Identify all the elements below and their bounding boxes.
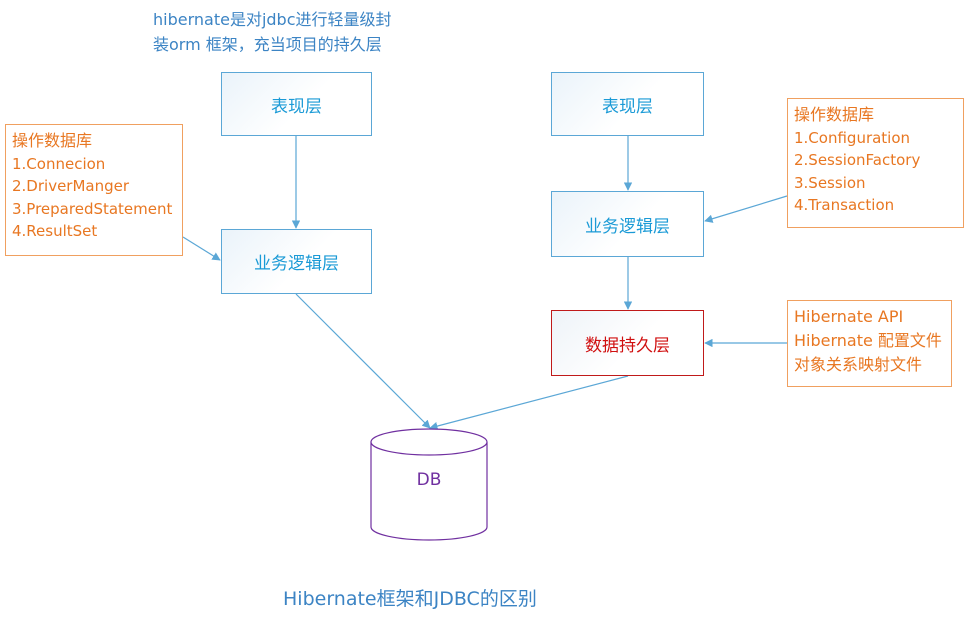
left-jdbc-note: 操作数据库 1.Connecion 2.DriverManger 3.Prepa… bbox=[5, 124, 183, 256]
left-business-layer: 业务逻辑层 bbox=[221, 229, 372, 294]
diagram-caption: Hibernate框架和JDBC的区别 bbox=[283, 588, 537, 610]
db-cylinder bbox=[370, 428, 488, 541]
right-config-item: Hibernate API bbox=[794, 307, 904, 326]
arrow-right-note-to-business bbox=[704, 195, 788, 223]
left-note-title: 操作数据库 bbox=[12, 131, 93, 150]
left-note-item: 3.PreparedStatement bbox=[12, 199, 173, 218]
arrow-left-note-to-business bbox=[182, 236, 221, 261]
right-persistence-layer: 数据持久层 bbox=[551, 310, 704, 376]
headline-line-1: hibernate是对jdbc进行轻量级封 bbox=[153, 10, 392, 29]
headline-line-2: 装orm 框架，充当项目的持久层 bbox=[153, 35, 382, 54]
right-note-item: 3.Session bbox=[794, 173, 866, 192]
left-note-item: 1.Connecion bbox=[12, 154, 106, 173]
right-hibernate-note: 操作数据库 1.Configuration 2.SessionFactory 3… bbox=[787, 98, 964, 228]
right-note-item: 4.Transaction bbox=[794, 196, 895, 214]
arrow-right-persistence-to-db bbox=[429, 375, 629, 431]
right-config-item: 对象关系映射文件 bbox=[794, 355, 923, 374]
right-config-note: Hibernate API Hibernate 配置文件 对象关系映射文件 bbox=[787, 300, 952, 387]
left-note-item: 4.ResultSet bbox=[12, 222, 98, 240]
right-note-item: 1.Configuration bbox=[794, 128, 911, 147]
right-config-item: Hibernate 配置文件 bbox=[794, 331, 942, 350]
left-note-item: 2.DriverManger bbox=[12, 177, 130, 195]
db-label: DB bbox=[416, 470, 442, 490]
left-presentation-layer: 表现层 bbox=[221, 72, 372, 136]
arrow-left-business-to-db bbox=[295, 293, 431, 429]
right-note-item: 2.SessionFactory bbox=[794, 151, 921, 169]
right-business-layer: 业务逻辑层 bbox=[551, 191, 704, 257]
right-note-title: 操作数据库 bbox=[794, 105, 875, 124]
headline: hibernate是对jdbc进行轻量级封 装orm 框架，充当项目的持久层 bbox=[153, 7, 392, 57]
right-presentation-layer: 表现层 bbox=[551, 72, 704, 136]
